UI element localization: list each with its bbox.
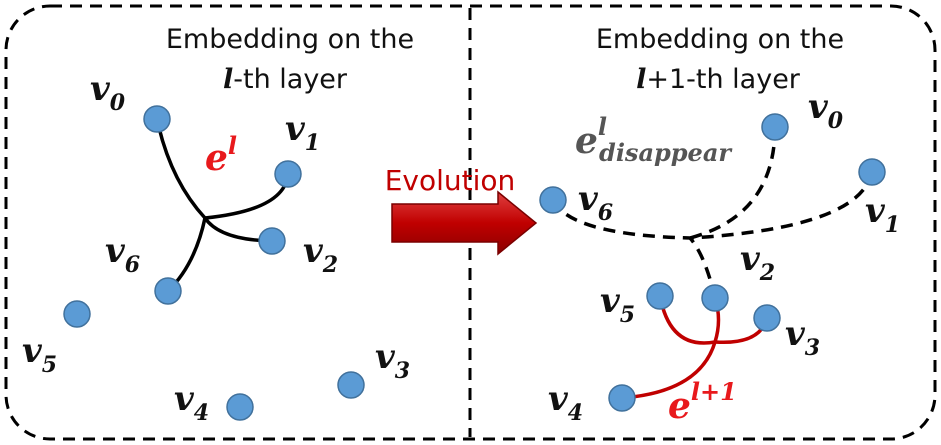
right-label-v6: v6 — [578, 179, 613, 226]
right-label-v1: v1 — [865, 191, 900, 238]
right-label-v4: v4 — [548, 379, 583, 426]
right-label-v3: v3 — [785, 314, 820, 361]
right-node-v0 — [761, 113, 789, 141]
right-label-v0: v0 — [808, 87, 844, 134]
left-label-v3: v3 — [375, 337, 410, 384]
left-panel: Embedding on the l-th layer el v0 v1 v2 … — [22, 24, 414, 426]
arrow-shape — [391, 190, 538, 256]
left-node-v4 — [226, 393, 254, 421]
right-node-v5 — [646, 282, 674, 310]
left-label-v1: v1 — [285, 109, 320, 156]
left-label-v2: v2 — [303, 231, 338, 278]
outer-dashed-frame — [4, 4, 937, 441]
left-node-v6 — [154, 277, 182, 305]
left-node-v1 — [274, 160, 302, 188]
left-label-v6: v6 — [105, 231, 140, 278]
left-node-v3 — [337, 371, 365, 399]
right-node-v2 — [701, 284, 729, 312]
left-title-line2: l-th layer — [223, 64, 348, 95]
right-node-v6 — [539, 186, 567, 214]
right-title-line1: Embedding on the — [596, 24, 844, 55]
left-title-line1: Embedding on the — [166, 24, 414, 55]
evolution-label: Evolution — [385, 164, 516, 197]
left-label-v0: v0 — [90, 69, 126, 116]
left-node-v2 — [258, 227, 286, 255]
right-new-edge-label: el+1 — [668, 377, 737, 427]
right-label-v5: v5 — [600, 281, 635, 328]
left-node-v5 — [63, 300, 91, 328]
left-label-v5: v5 — [22, 331, 57, 378]
evolution-arrow: Evolution — [385, 164, 538, 256]
right-title-line2: l+1-th layer — [636, 64, 801, 95]
left-label-v4: v4 — [174, 379, 209, 426]
left-edge-label: el — [205, 131, 237, 179]
right-node-v4 — [608, 384, 636, 412]
right-label-v2: v2 — [740, 239, 775, 286]
left-node-v0 — [143, 105, 171, 133]
right-node-v1 — [858, 158, 886, 186]
right-node-v3 — [753, 304, 781, 332]
